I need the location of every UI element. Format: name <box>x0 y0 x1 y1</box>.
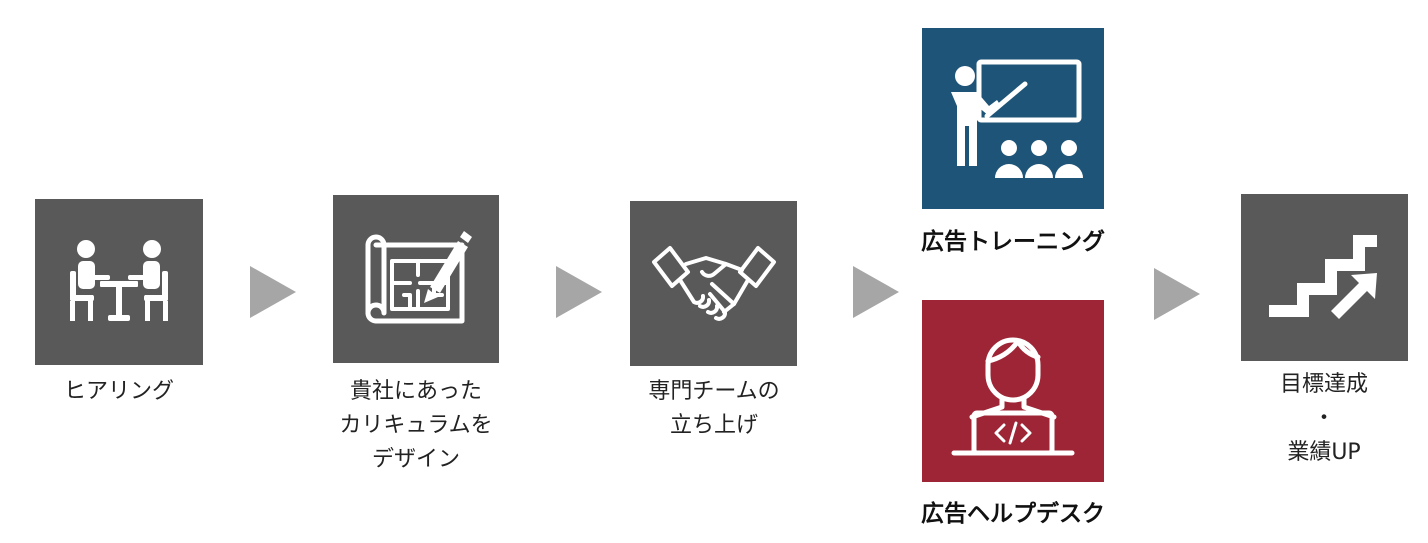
step-team-label: 専門チームの 立ち上げ <box>648 379 780 438</box>
arrow-4 <box>1154 268 1200 320</box>
blueprint-icon <box>365 231 472 324</box>
step-goal-label: 目標達成 ・ 業績UP <box>1279 372 1368 465</box>
presentation-icon <box>951 59 1083 178</box>
step-training-label: 広告トレーニング <box>921 229 1105 255</box>
arrow-2 <box>556 266 602 318</box>
step-hearing-box <box>35 199 203 365</box>
step-goal-box <box>1241 194 1408 361</box>
step-team-box <box>630 201 797 366</box>
step-training-box <box>922 28 1104 209</box>
step-hearing-label: ヒアリング <box>63 379 174 404</box>
step-curriculum-box <box>333 195 499 363</box>
meeting-icon <box>70 240 168 321</box>
handshake-icon <box>651 245 776 321</box>
step-helpdesk-box <box>922 300 1104 482</box>
developer-icon <box>951 337 1075 456</box>
arrow-3 <box>853 266 899 318</box>
step-curriculum-label: 貴社にあった カリキュラムを デザイン <box>339 379 493 472</box>
step-helpdesk-label: 広告ヘルプデスク <box>921 501 1105 527</box>
stairs-up-icon <box>1268 234 1377 319</box>
arrow-1 <box>250 266 296 318</box>
